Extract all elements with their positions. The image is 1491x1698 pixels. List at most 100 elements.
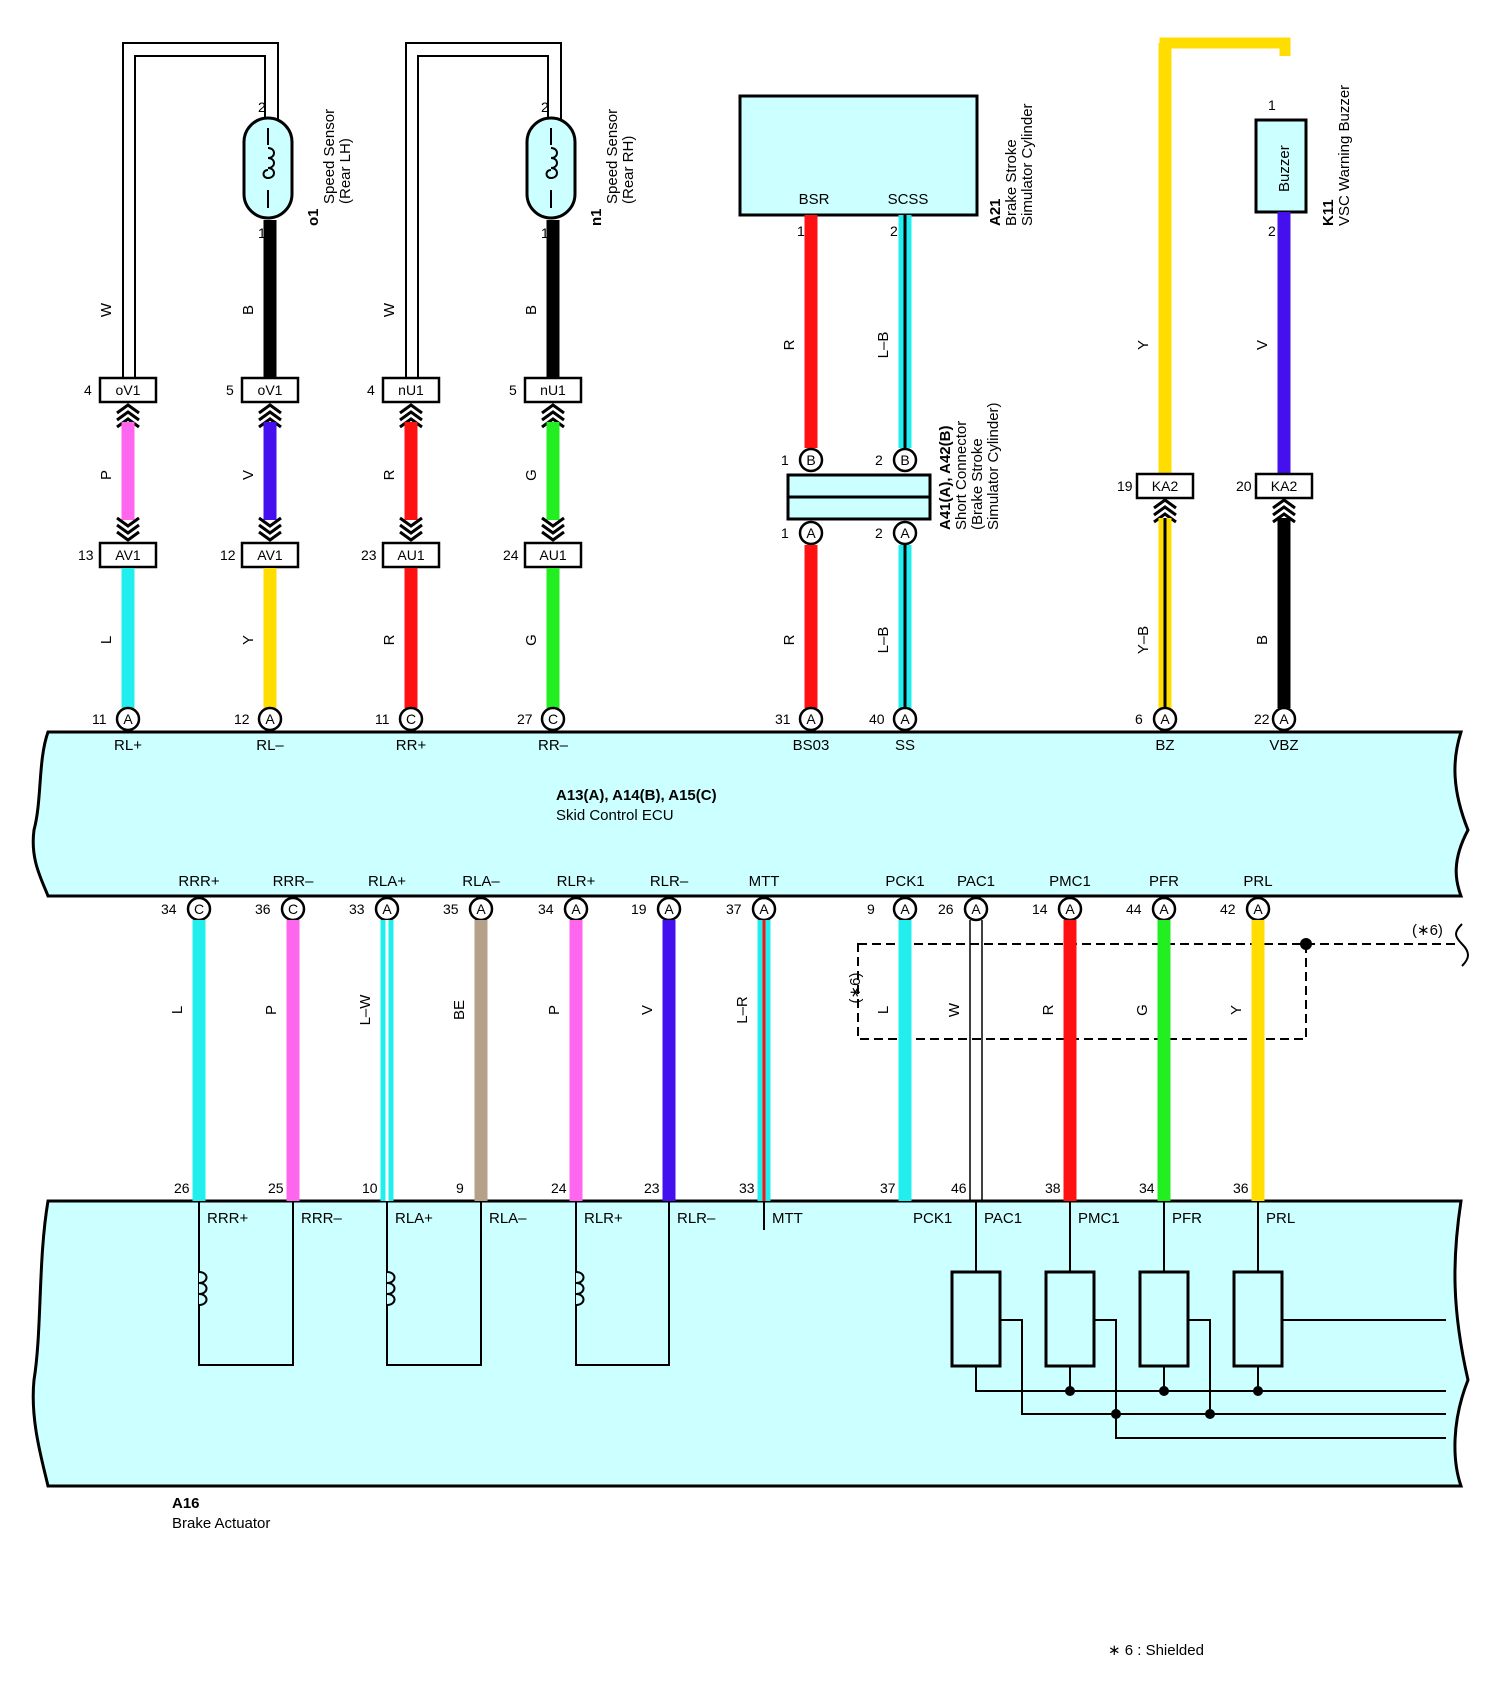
lower-ecu-pin-num-4: 34 bbox=[538, 901, 554, 917]
lower-ecu-pin-6-letter: A bbox=[759, 901, 769, 917]
lower-wire-label-0: L bbox=[169, 1006, 186, 1014]
chev-mid-3-chevron bbox=[541, 523, 565, 535]
lower-ecu-signal-9: PMC1 bbox=[1049, 873, 1091, 890]
lower-act-signal-8: PAC1 bbox=[984, 1210, 1022, 1227]
lower-act-pin-8: 46 bbox=[951, 1180, 967, 1196]
lower-ecu-pin-num-11: 42 bbox=[1220, 901, 1236, 917]
lower-ecu-signal-7: PCK1 bbox=[885, 873, 924, 890]
lower-act-signal-9: PMC1 bbox=[1078, 1210, 1120, 1227]
buzzer-inner-label: Buzzer bbox=[1276, 145, 1293, 192]
ecu-signal-0: RL+ bbox=[114, 737, 142, 754]
chev-top-3-chevron bbox=[541, 410, 565, 422]
bz-conn-0-text: KA2 bbox=[1152, 478, 1179, 494]
ecu-pin-0-circle bbox=[115, 706, 141, 732]
solenoid-rla bbox=[386, 1201, 482, 1366]
conn-mid-2-text: AU1 bbox=[397, 547, 424, 563]
lower-act-pin-11: 36 bbox=[1233, 1180, 1249, 1196]
svg-text:Short Connector: Short Connector bbox=[953, 421, 970, 530]
bz-ecu-signal-1: VBZ bbox=[1269, 737, 1298, 754]
bz-chev-1-chevron bbox=[1272, 498, 1296, 510]
a21-pin-1: 1 bbox=[797, 223, 805, 239]
bz-chev-1-chevron bbox=[1272, 512, 1296, 524]
conn-top-pin-2: 4 bbox=[367, 382, 375, 398]
bz-chev-1-chevron bbox=[1272, 505, 1296, 517]
bz-conn-0-box bbox=[1135, 472, 1195, 500]
wire-bot-label-3: G bbox=[523, 634, 540, 646]
lower-act-signal-10: PFR bbox=[1172, 1210, 1202, 1227]
bz-conn-1-box bbox=[1254, 472, 1314, 500]
svg-text:o1: o1 bbox=[305, 208, 322, 226]
chev-top-2-chevron bbox=[399, 410, 423, 422]
conn-top-pin-0: 4 bbox=[84, 382, 92, 398]
lower-ecu-pin-num-5: 19 bbox=[631, 901, 647, 917]
conn-mid-pin-0: 13 bbox=[78, 547, 94, 563]
svg-text:(Brake Stroke: (Brake Stroke bbox=[969, 438, 986, 530]
lower-act-signal-3: RLA– bbox=[489, 1210, 527, 1227]
chev-top-0-chevron bbox=[116, 417, 140, 429]
chev-mid-1-chevron bbox=[258, 516, 282, 528]
lower-ecu-pin-num-8: 26 bbox=[938, 901, 954, 917]
conn-mid-0-text: AV1 bbox=[115, 547, 141, 563]
wire-mid-label-1: V bbox=[240, 470, 257, 480]
bz-ecu-pin-0-circle bbox=[1152, 706, 1178, 732]
conn-mid-3-text: AU1 bbox=[539, 547, 566, 563]
skid-control-ecu bbox=[31, 730, 1470, 898]
bz-chev-0-chevron bbox=[1153, 505, 1177, 517]
lower-ecu-pin-8-circle bbox=[963, 896, 989, 922]
chev-mid-1-chevron bbox=[258, 523, 282, 535]
w-wire-n1-loop bbox=[405, 42, 562, 388]
bz-wire-top-label-0: Y bbox=[1135, 340, 1152, 350]
conn-top-2-text: nU1 bbox=[398, 382, 424, 398]
sim-ecu-pin-1-letter: A bbox=[900, 711, 910, 727]
sim-a-pin-1-letter: A bbox=[900, 525, 910, 541]
chev-top-3-chevron bbox=[541, 417, 565, 429]
conn-mid-1-text: AV1 bbox=[257, 547, 283, 563]
ecu-signal-3: RR– bbox=[538, 737, 569, 754]
chev-top-2-chevron bbox=[399, 417, 423, 429]
lower-ecu-signal-8: PAC1 bbox=[957, 873, 995, 890]
lower-act-pin-5: 23 bbox=[644, 1180, 660, 1196]
lower-ecu-pin-num-2: 33 bbox=[349, 901, 365, 917]
lower-act-pin-2: 10 bbox=[362, 1180, 378, 1196]
conn-mid-3-box bbox=[523, 541, 583, 569]
wire-mid-label-3: G bbox=[523, 469, 540, 481]
bz-ecu-pin-num-0: 6 bbox=[1135, 711, 1143, 727]
ecu-pin-2-letter: C bbox=[406, 711, 416, 727]
o1-label: o1 Speed Sensor (Rear LH) bbox=[305, 109, 354, 226]
lower-ecu-pin-num-6: 37 bbox=[726, 901, 742, 917]
lower-ecu-signal-10: PFR bbox=[1149, 873, 1179, 890]
svg-text:Simulator Cylinder): Simulator Cylinder) bbox=[985, 402, 1002, 530]
sim-b-pin-num-0: 1 bbox=[781, 452, 789, 468]
chev-mid-1-chevron bbox=[258, 530, 282, 542]
sim-ecu-pin-1-circle bbox=[892, 706, 918, 732]
svg-text:K11: K11 bbox=[1320, 199, 1337, 226]
wire-top-label-2: W bbox=[381, 302, 398, 317]
lower-ecu-pin-11-letter: A bbox=[1253, 901, 1263, 917]
ecu-pin-num-1: 12 bbox=[234, 711, 250, 727]
conn-top-1-text: oV1 bbox=[258, 382, 283, 398]
solenoid-rlr bbox=[575, 1201, 670, 1366]
conn-top-pin-3: 5 bbox=[509, 382, 517, 398]
conn-mid-1-box bbox=[240, 541, 300, 569]
lower-ecu-pin-3-letter: A bbox=[476, 901, 486, 917]
ecu-pin-num-0: 11 bbox=[92, 711, 107, 727]
conn-mid-pin-3: 24 bbox=[503, 547, 519, 563]
bz-wire-top-label-1: V bbox=[1254, 340, 1271, 350]
ecu-pin-3-letter: C bbox=[548, 711, 558, 727]
a21-term-bsr: BSR bbox=[799, 191, 830, 208]
sim-b-pin-num-1: 2 bbox=[875, 452, 883, 468]
lower-ecu-pin-0-letter: C bbox=[194, 901, 204, 917]
wire-top-label-1: B bbox=[240, 305, 257, 315]
svg-text:(Rear LH): (Rear LH) bbox=[337, 138, 354, 204]
lower-act-pin-0: 26 bbox=[174, 1180, 190, 1196]
lower-ecu-pin-9-letter: A bbox=[1065, 901, 1075, 917]
actuator-ref: A16 bbox=[172, 1495, 200, 1512]
speed-sensor-rear-rh bbox=[525, 116, 577, 220]
bz-ecu-pin-0-letter: A bbox=[1160, 711, 1170, 727]
chev-top-0-chevron bbox=[116, 410, 140, 422]
vsc-warning-buzzer bbox=[1254, 118, 1308, 214]
lower-ecu-pin-10-letter: A bbox=[1159, 901, 1169, 917]
bz-ecu-pin-1-circle bbox=[1271, 706, 1297, 732]
svg-text:Speed Sensor: Speed Sensor bbox=[604, 109, 621, 204]
chev-top-0-chevron bbox=[116, 403, 140, 415]
